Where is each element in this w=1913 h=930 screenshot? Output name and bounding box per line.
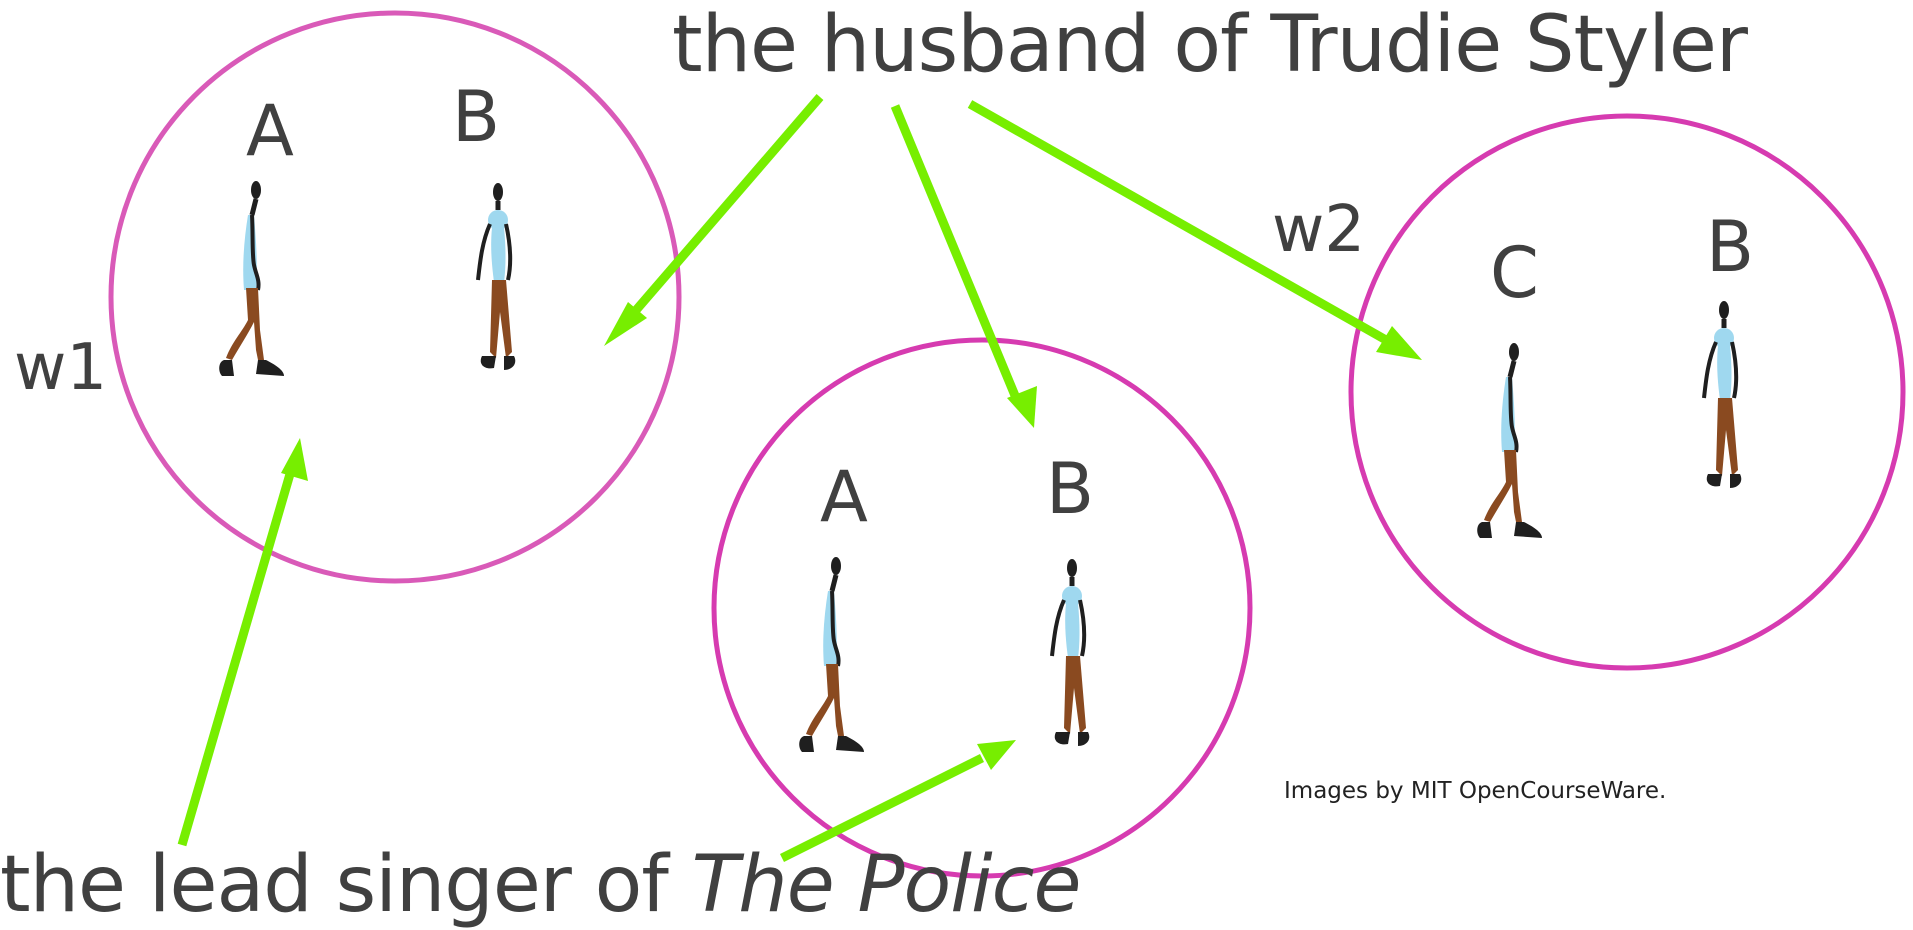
person-label-b-w2: B: [1706, 206, 1755, 288]
arrow-title-to-w2: [967, 100, 1422, 360]
walking-person-icon: [219, 181, 284, 376]
arrow-bottom-to-w1: [177, 438, 308, 847]
caption-bottom: the lead singer of The Police: [0, 846, 1081, 924]
walking-person-icon: [1477, 343, 1542, 538]
world-label-w1: w1: [14, 331, 108, 405]
standing-person-icon: [1704, 301, 1741, 488]
walking-person-icon: [799, 557, 864, 752]
world-circle-w1: [108, 10, 682, 584]
caption-bottom-prefix: the lead singer of: [0, 840, 692, 930]
caption-top: the husband of Trudie Styler: [672, 0, 1748, 90]
arrow-title-to-w1: [604, 94, 824, 346]
standing-person-icon: [1052, 559, 1089, 746]
person-label-a-w1: A: [246, 90, 294, 172]
person-label-b-w1: B: [452, 76, 501, 158]
person-label-b-middle: B: [1046, 448, 1095, 530]
caption-bottom-italic: The Police: [691, 840, 1082, 930]
world-circle-w2: [1348, 113, 1906, 671]
diagram-canvas: [108, 10, 1906, 879]
world-label-w2: w2: [1272, 193, 1366, 267]
arrow-bottom-to-middle: [779, 740, 1016, 863]
person-label-a-middle: A: [820, 456, 868, 538]
person-label-c-w2: C: [1490, 232, 1539, 314]
standing-person-icon: [478, 183, 515, 370]
world-circle-middle: [711, 337, 1253, 879]
image-credit: Images by MIT OpenCourseWare.: [1284, 778, 1667, 804]
arrow-title-to-middle: [890, 104, 1037, 428]
